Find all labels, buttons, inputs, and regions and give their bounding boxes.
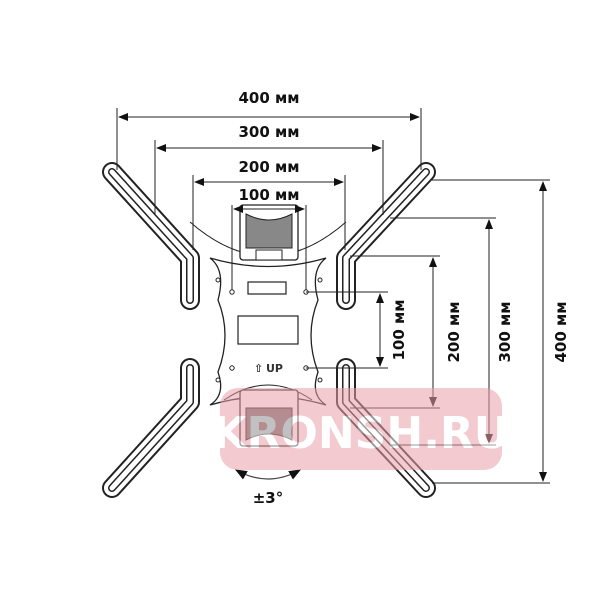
svg-text:400 мм: 400 мм	[238, 89, 299, 107]
arm-lower-left	[102, 358, 200, 498]
dim-400: 400 мм	[116, 89, 422, 170]
rotation-indicator: ±3°	[234, 469, 302, 507]
svg-text:300 мм: 300 мм	[238, 123, 299, 141]
rotate-arrow-icon	[234, 469, 302, 480]
up-arrow-icon: ⇧	[254, 362, 263, 375]
dim-v-400: 400 мм	[432, 179, 570, 484]
svg-text:300 мм: 300 мм	[496, 301, 514, 362]
dim-200: 200 мм	[192, 158, 346, 250]
svg-text:200 мм: 200 мм	[445, 301, 463, 362]
svg-text:±3°: ±3°	[253, 489, 284, 507]
svg-text:100 мм: 100 мм	[238, 186, 299, 204]
mount-plate: ⇧ UP	[202, 257, 334, 406]
plate-window	[237, 315, 299, 345]
svg-text:KRONSH.RU: KRONSH.RU	[212, 408, 509, 459]
horizontal-dimensions: 400 мм 300 мм 200 мм 100 мм	[116, 89, 422, 290]
arm-upper-left	[102, 162, 200, 310]
dim-v-100: 100 мм	[306, 291, 408, 369]
svg-text:400 мм: 400 мм	[552, 301, 570, 362]
plate-latch	[247, 281, 287, 295]
svg-text:100 мм: 100 мм	[390, 299, 408, 360]
up-label: UP	[266, 362, 283, 375]
vertical-dimensions: 100 мм 200 мм 300 мм 400 мм	[306, 179, 570, 484]
svg-text:200 мм: 200 мм	[238, 158, 299, 176]
upper-bracket	[189, 204, 347, 261]
dim-300: 300 мм	[154, 123, 384, 215]
watermark: KRONSH.RU	[212, 388, 510, 470]
arm-upper-right	[336, 162, 436, 310]
dim-100: 100 мм	[231, 186, 307, 290]
